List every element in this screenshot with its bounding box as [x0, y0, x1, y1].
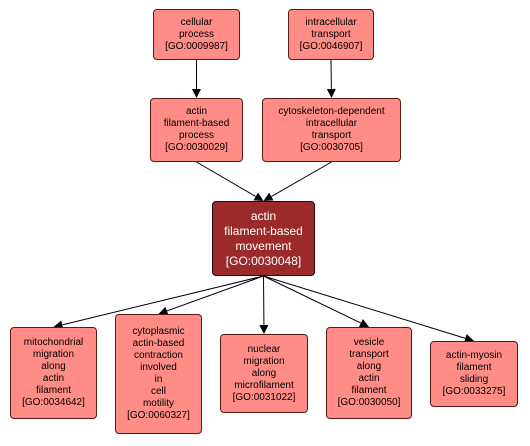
term-id: [GO:0030048] — [225, 253, 302, 268]
term-name: vesicle transport along actin filament — [349, 337, 389, 396]
edge-actin_filament_based_movement-to-vesicle_transport — [263, 275, 362, 324]
node-actin-filament-based-process[interactable]: actin filament-based process [GO:0030029… — [150, 98, 243, 162]
term-id: [GO:0030050] — [337, 397, 401, 408]
term-id: [GO:0046907] — [299, 40, 363, 52]
term-id: [GO:0031022] — [232, 391, 296, 403]
edge-actin_filament_based_movement-to-mitochondrial_migration — [62, 275, 264, 326]
arrowhead-actin_filament_based_movement — [253, 192, 264, 201]
term-name: actin filament-based movement — [224, 208, 303, 253]
arrowhead-cytoplasmic_contraction — [158, 306, 169, 316]
term-name: mitochondrial migration along actin fila… — [23, 337, 84, 396]
term-id: [GO:0060327] — [127, 410, 190, 421]
node-intracellular-transport[interactable]: intracellular transport [GO:0046907] — [288, 9, 374, 60]
edge-actin_filament_based_movement-to-cytoplasmic_contraction — [166, 275, 264, 312]
term-id: [GO:0030029] — [165, 142, 228, 153]
node-mitochondrial-migration-along-actin-filament[interactable]: mitochondrial migration along actin fila… — [10, 327, 97, 419]
term-name: cytoskeleton-dependent intracellular tra… — [278, 106, 385, 141]
arrowhead-nuclear_migration — [259, 325, 269, 334]
node-cytoskeleton-dependent-intracellular-transport[interactable]: cytoskeleton-dependent intracellular tra… — [262, 98, 401, 162]
term-name: cytoplasmic actin-based contraction invo… — [132, 326, 185, 409]
edge-cytoskeleton_dependent_transport-to-actin_filament_based_movement — [271, 161, 332, 197]
node-vesicle-transport-along-actin-filament[interactable]: vesicle transport along actin filament [… — [326, 327, 412, 419]
arrowhead-actin_myosin_sliding — [464, 334, 474, 343]
term-id: [GO:0034642] — [22, 397, 85, 408]
term-name: actin-myosin filament sliding — [445, 350, 503, 385]
node-nuclear-migration-along-microfilament[interactable]: nuclear migration along microfilament [G… — [220, 334, 308, 413]
edge-actin_filament_based_process-to-actin_filament_based_movement — [196, 161, 256, 197]
term-name: intracellular transport — [305, 16, 357, 40]
edge-actin_filament_based_movement-to-actin_myosin_sliding — [263, 275, 466, 339]
term-id: [GO:0009987] — [165, 40, 228, 52]
node-cellular-process[interactable]: cellular process [GO:0009987] — [153, 9, 240, 60]
term-name: actin filament-based process — [163, 106, 230, 141]
arrowhead-actin_filament_based_process — [192, 89, 201, 98]
arrowhead-cytoskeleton_dependent_transport — [326, 88, 336, 98]
node-actin-myosin-filament-sliding[interactable]: actin-myosin filament sliding [GO:003327… — [430, 341, 518, 407]
term-id: [GO:0030705] — [300, 142, 363, 153]
term-name: cellular process — [178, 16, 214, 40]
term-name: nuclear migration along microfilament — [234, 343, 294, 391]
arrowhead-actin_filament_based_movement — [263, 192, 274, 201]
arrowhead-vesicle_transport — [358, 319, 369, 328]
node-cytoplasmic-actin-based-contraction[interactable]: cytoplasmic actin-based contraction invo… — [115, 314, 202, 434]
node-actin-filament-based-movement[interactable]: actin filament-based movement [GO:003004… — [212, 201, 315, 276]
term-id: [GO:0033275] — [442, 386, 506, 397]
